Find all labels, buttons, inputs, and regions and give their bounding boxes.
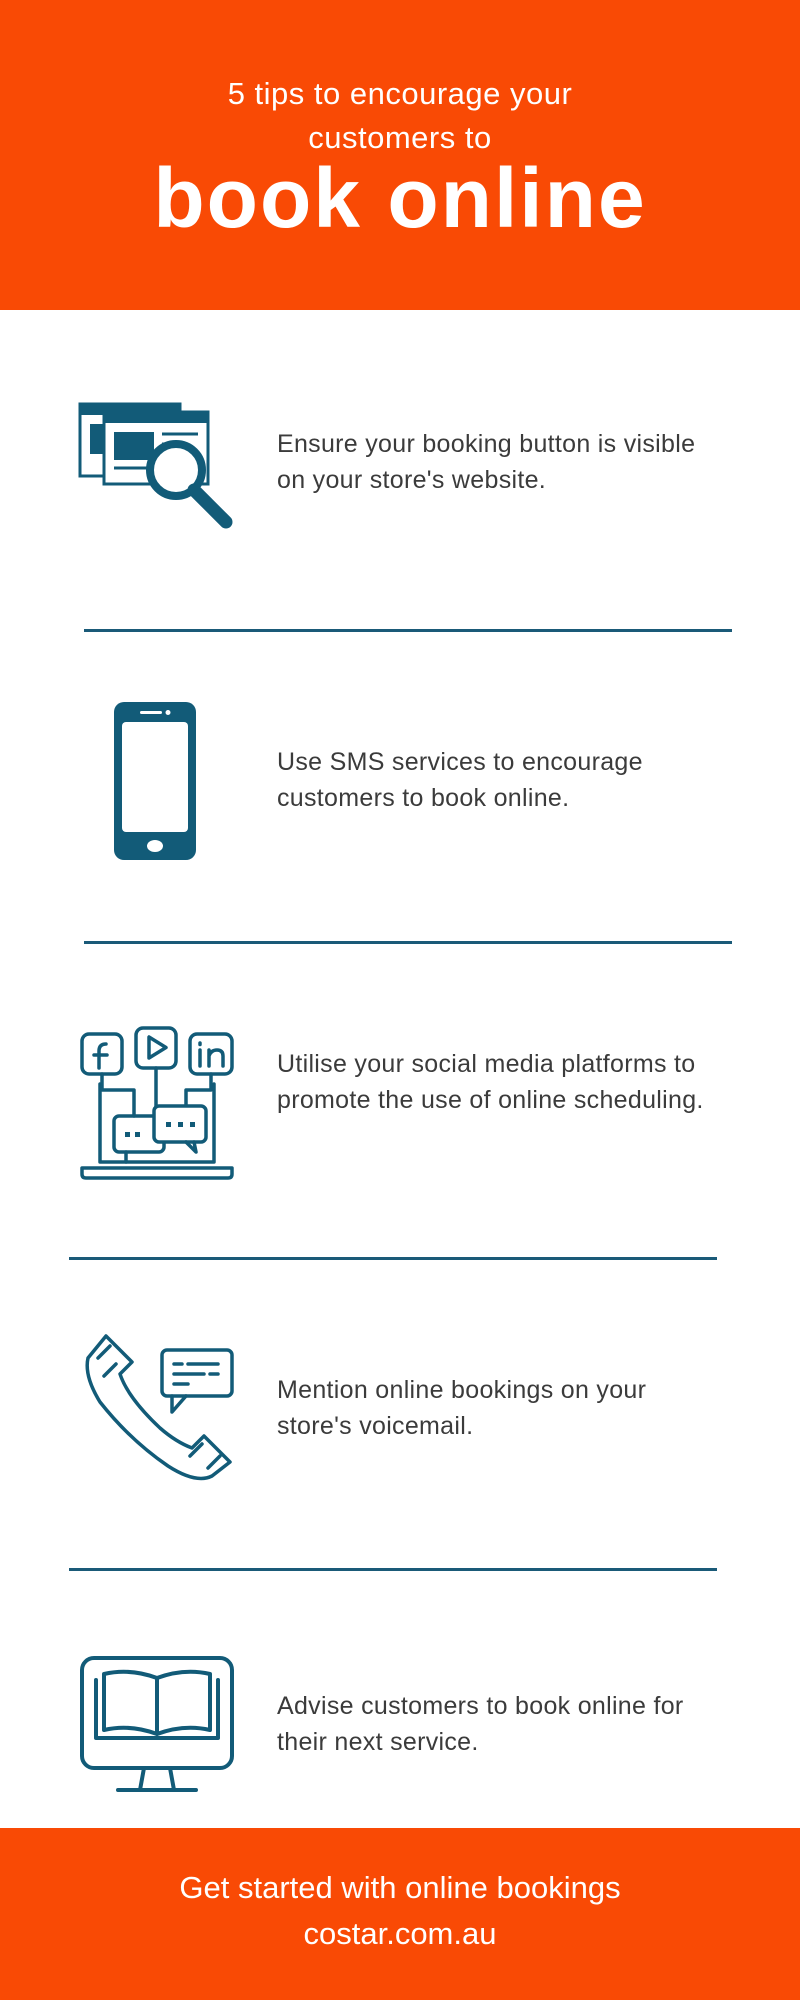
divider-2: [84, 941, 732, 944]
tip-3: Utilise your social media platforms to p…: [0, 1018, 800, 1188]
header-title: book online: [153, 151, 647, 245]
tip-5: Advise customers to book online for thei…: [0, 1652, 800, 1802]
tip-1: Ensure your booking button is visible on…: [0, 390, 800, 540]
website-search-icon: [78, 402, 233, 529]
header-banner: 5 tips to encourage your customers to bo…: [0, 0, 800, 310]
divider-1: [84, 629, 732, 632]
tip-4: Mention online bookings on your store's …: [0, 1326, 800, 1486]
tip-2-text: Use SMS services to encourage customers …: [277, 748, 643, 812]
footer-website-link[interactable]: costar.com.au: [303, 1916, 497, 1951]
divider-4: [69, 1568, 717, 1571]
header-subtitle: 5 tips to encourage your customers to: [0, 72, 800, 160]
subtitle-line-2: customers to: [308, 120, 492, 155]
footer-banner: Get started with online bookings costar.…: [0, 1828, 800, 2000]
divider-3: [69, 1257, 717, 1260]
footer-cta-text: Get started with online bookings: [179, 1870, 621, 1905]
smartphone-icon: [114, 702, 196, 860]
social-media-laptop-icon: [80, 1026, 234, 1180]
monitor-book-icon: [80, 1656, 234, 1792]
tip-5-text: Advise customers to book online for thei…: [277, 1692, 684, 1756]
subtitle-line-1: 5 tips to encourage your: [227, 76, 573, 111]
tip-1-text: Ensure your booking button is visible on…: [277, 430, 696, 494]
tip-3-text: Utilise your social media platforms to p…: [277, 1050, 704, 1114]
tip-4-text: Mention online bookings on your store's …: [277, 1376, 647, 1440]
phone-voicemail-icon: [85, 1334, 234, 1481]
tip-2: Use SMS services to encourage customers …: [0, 696, 800, 866]
